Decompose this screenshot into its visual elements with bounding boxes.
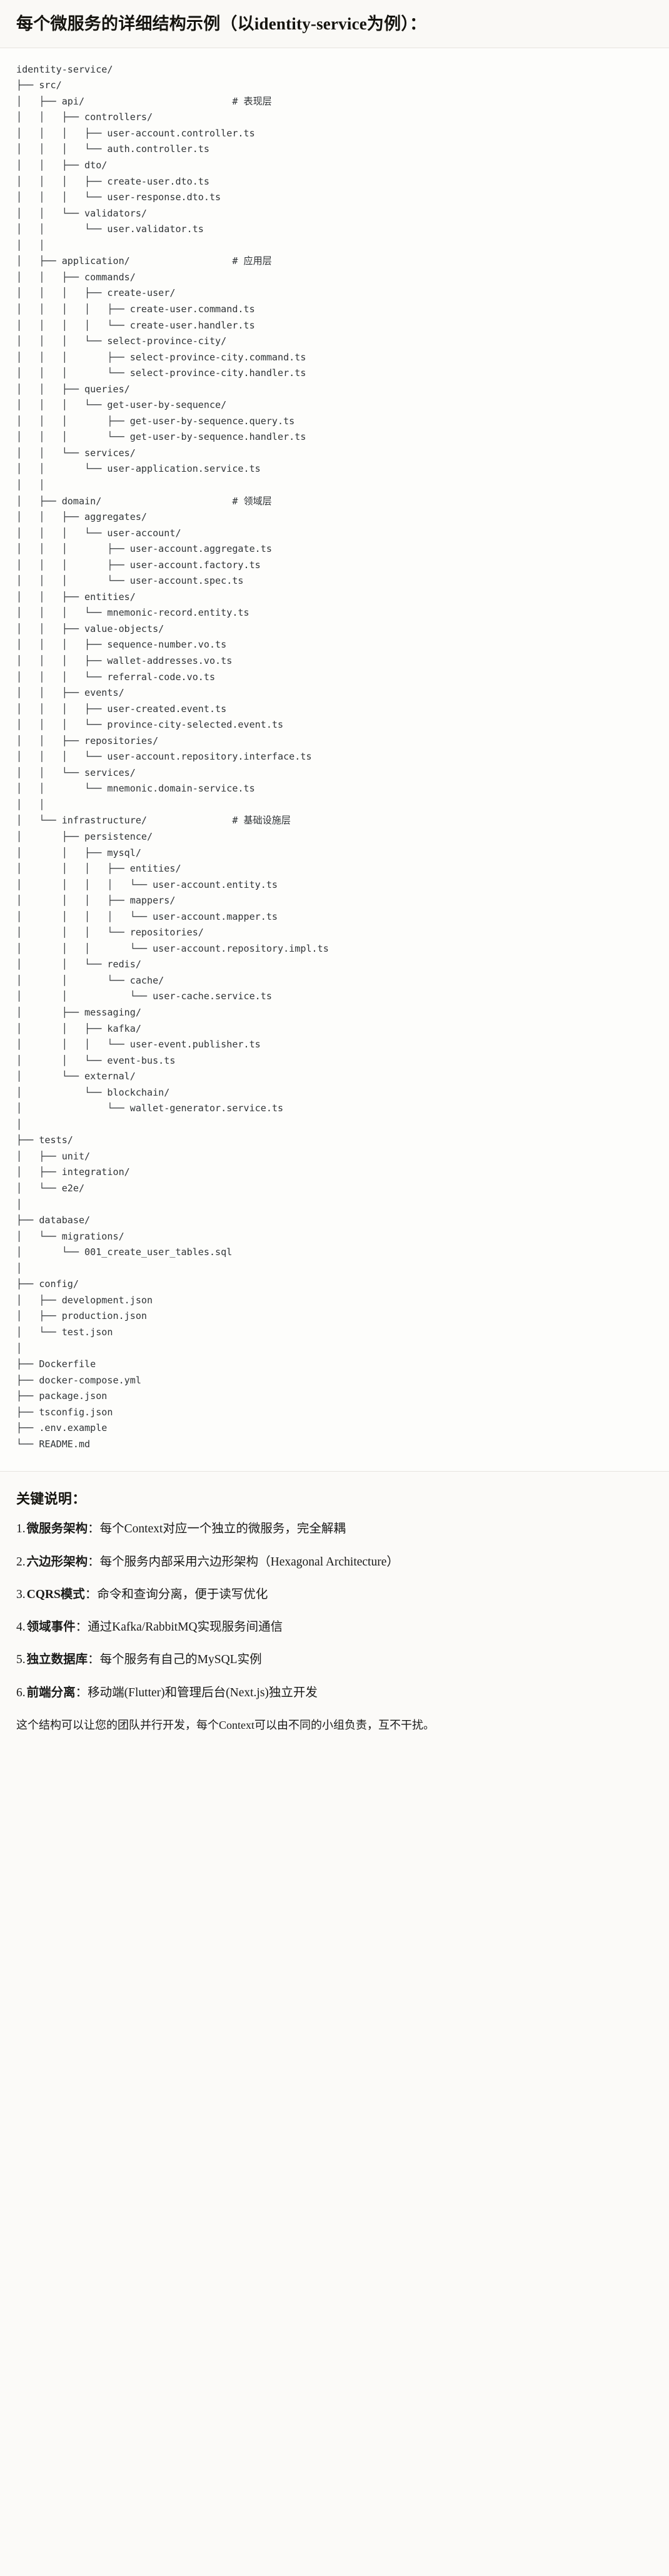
note-term: 领域事件 — [26, 1621, 76, 1634]
note-body: 每个Context对应一个独立的微服务，完全解耦 — [99, 1522, 346, 1536]
note-number: 1. — [16, 1522, 26, 1536]
note-number: 3. — [16, 1587, 26, 1601]
note-number: 2. — [16, 1555, 26, 1569]
list-item: 4.领域事件：通过Kafka/RabbitMQ实现服务间通信 — [16, 1619, 653, 1636]
note-term: 前端分离 — [26, 1686, 76, 1699]
note-body: 每个服务内部采用六边形架构（Hexagonal Architecture） — [99, 1555, 399, 1569]
note-term: CQRS模式 — [26, 1587, 85, 1601]
note-number: 5. — [16, 1653, 26, 1667]
note-body: 每个服务有自己的MySQL实例 — [99, 1653, 262, 1667]
closing-paragraph: 这个结构可以让您的团队并行开发，每个Context可以由不同的小组负责，互不干扰… — [16, 1718, 435, 1731]
list-item: 3.CQRS模式：命令和查询分离，便于读写优化 — [16, 1586, 653, 1604]
key-notes-title: 关键说明： — [16, 1491, 86, 1507]
note-body: 命令和查询分离，便于读写优化 — [97, 1587, 268, 1601]
note-separator: ： — [75, 1686, 88, 1699]
key-notes-section: 关键说明： 1.微服务架构：每个Context对应一个独立的微服务，完全解耦 2… — [0, 1472, 669, 1753]
list-item: 6.前端分离：移动端(Flutter)和管理后台(Next.js)独立开发 — [16, 1684, 653, 1702]
directory-tree-block: identity-service/ ├── src/ │ ├── api/ # … — [0, 48, 669, 1472]
note-term: 六边形架构 — [26, 1555, 88, 1569]
list-item: 1.微服务架构：每个Context对应一个独立的微服务，完全解耦 — [16, 1520, 653, 1538]
note-term: 微服务架构 — [26, 1522, 88, 1536]
note-number: 4. — [16, 1621, 26, 1634]
document-page: 每个微服务的详细结构示例（以identity-service为例）： ident… — [0, 0, 669, 1753]
list-item: 5.独立数据库：每个服务有自己的MySQL实例 — [16, 1651, 653, 1669]
note-term: 独立数据库 — [26, 1653, 88, 1667]
list-item: 2.六边形架构：每个服务内部采用六边形架构（Hexagonal Architec… — [16, 1554, 653, 1571]
note-separator: ： — [75, 1621, 88, 1634]
note-separator: ： — [84, 1587, 98, 1601]
key-notes-list: 1.微服务架构：每个Context对应一个独立的微服务，完全解耦 2.六边形架构… — [16, 1520, 653, 1702]
note-number: 6. — [16, 1686, 26, 1699]
document-header: 每个微服务的详细结构示例（以identity-service为例）： — [0, 0, 669, 48]
note-separator: ： — [88, 1653, 100, 1667]
directory-tree: identity-service/ ├── src/ │ ├── api/ # … — [16, 63, 329, 1450]
page-title: 每个微服务的详细结构示例（以identity-service为例）： — [16, 14, 427, 33]
note-body: 移动端(Flutter)和管理后台(Next.js)独立开发 — [88, 1686, 318, 1699]
note-body: 通过Kafka/RabbitMQ实现服务间通信 — [88, 1621, 283, 1634]
note-separator: ： — [88, 1555, 100, 1569]
note-separator: ： — [88, 1522, 100, 1536]
